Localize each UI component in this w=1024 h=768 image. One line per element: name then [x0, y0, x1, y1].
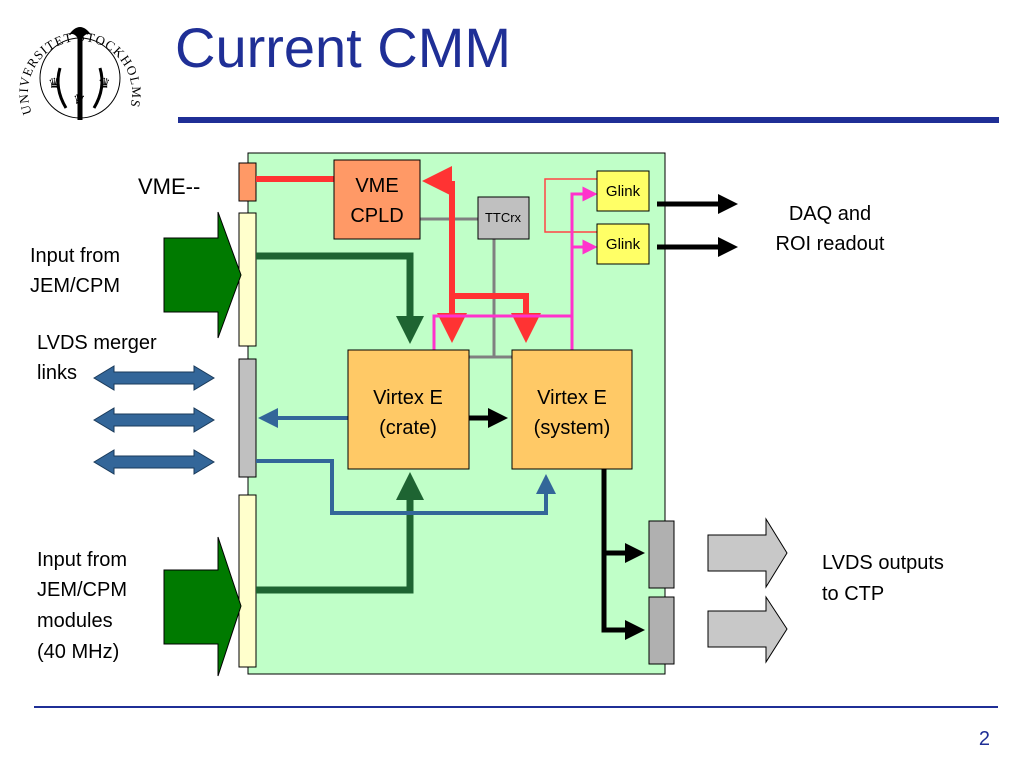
- virtex-output-paths: [469, 194, 738, 640]
- merger-link-paths: [256, 408, 556, 515]
- input-bottom-label-3: modules: [37, 610, 113, 632]
- title-rule: [178, 117, 999, 123]
- ttcrx-label: TTCrx: [485, 210, 522, 225]
- input-arrow-top: [163, 211, 242, 339]
- daq-label-1: DAQ and: [788, 203, 872, 225]
- input-connector-top: [238, 212, 257, 347]
- input-bottom-label-4: (40 MHz): [37, 641, 120, 663]
- ttcrx-block: [477, 196, 530, 240]
- lvds-link-arrow-1: [93, 365, 215, 391]
- glink-block-1: [596, 170, 650, 212]
- virtex-system-label-1: Virtex E: [537, 387, 607, 409]
- jem-input-paths: [256, 252, 424, 594]
- glink-data-bus: [432, 186, 598, 350]
- university-logo: UNIVERSITET STOCKHOLMS ♛ ♛ ♛: [16, 27, 143, 120]
- virtex-crate-label-1: Virtex E: [373, 387, 443, 409]
- page-number: 2: [978, 728, 990, 750]
- lvds-link-arrow-3: [93, 449, 215, 475]
- glink-label-2: Glink: [606, 236, 641, 253]
- lvds-merger-label-1: LVDS merger: [37, 332, 157, 354]
- svg-text:♛: ♛: [73, 91, 86, 107]
- virtex-crate-block: [347, 349, 470, 470]
- virtex-system-label-2: (system): [534, 417, 611, 439]
- ctp-output-arrow-2: [707, 595, 788, 664]
- ctp-output-arrow-1: [707, 517, 788, 589]
- glink-label-1: Glink: [606, 183, 641, 200]
- vme-bus: [256, 166, 541, 343]
- input-arrow-bottom: [163, 536, 242, 677]
- ctp-connector-1: [648, 520, 675, 589]
- vme-cpld-label-1: VME: [355, 175, 398, 197]
- svg-text:♛: ♛: [98, 75, 111, 91]
- lvds-merger-connector: [238, 358, 257, 478]
- lvds-link-arrow-2: [93, 407, 215, 433]
- lvds-out-label-1: LVDS outputs: [822, 552, 944, 574]
- input-top-label-1: Input from: [30, 245, 121, 267]
- slide-title: Current CMM: [175, 16, 512, 79]
- virtex-crate-label-2: (crate): [379, 417, 437, 439]
- footer-rule: [34, 706, 998, 708]
- daq-label-2: ROI readout: [775, 233, 885, 255]
- vme-cpld-block: [333, 159, 421, 240]
- glink-block-2: [596, 223, 650, 265]
- input-bottom-label-1: Input from: [37, 549, 128, 571]
- ctp-connector-2: [648, 596, 675, 665]
- lvds-out-label-2: to CTP: [822, 583, 885, 605]
- input-top-label-2: JEM/CPM: [30, 275, 120, 297]
- svg-text:♛: ♛: [48, 75, 61, 91]
- vme-cpld-label-2: CPLD: [350, 205, 403, 227]
- input-connector-bottom: [238, 494, 257, 668]
- vme-label: VME--: [138, 174, 201, 199]
- input-bottom-label-2: JEM/CPM: [37, 579, 127, 601]
- vme-connector: [238, 162, 257, 202]
- lvds-merger-label-2: links: [37, 362, 78, 384]
- virtex-system-block: [511, 349, 633, 470]
